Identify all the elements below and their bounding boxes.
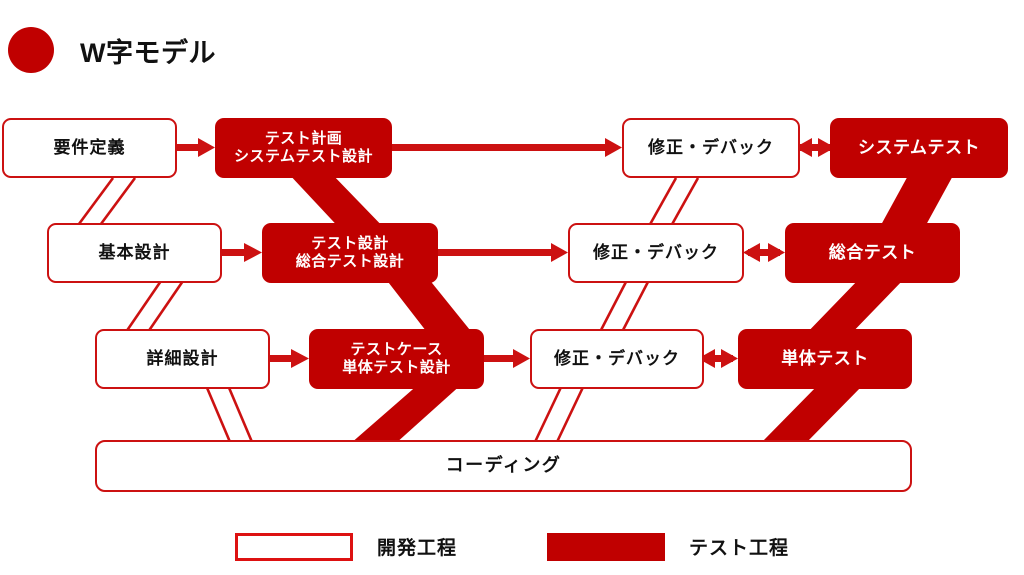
arrow-basic-testdesign-shaft xyxy=(221,249,246,256)
arrow-fix1-systemtest-head-left xyxy=(795,138,812,157)
legend-item-dev: 開発工程 xyxy=(234,532,457,561)
arrow-detail-testcase-shaft xyxy=(268,355,293,362)
arrow-fix2-integration-shaft xyxy=(748,249,780,256)
diag-coding-fix3-b xyxy=(555,382,587,443)
legend: 開発工程 テスト工程 xyxy=(0,518,1024,575)
band-coding-to-unittest xyxy=(760,383,865,444)
node-test-case[interactable]: テストケース 単体テスト設計 xyxy=(309,329,484,389)
arrow-basic-testdesign-head xyxy=(244,243,262,262)
page-title: W字モデル xyxy=(0,0,1024,100)
node-fix-debug-2[interactable]: 修正・デバック xyxy=(568,223,744,283)
diag-basic-detail-b xyxy=(146,277,187,333)
arrow-fix2-integration-head-right xyxy=(768,243,785,262)
arrow-testcase-fix3-shaft xyxy=(483,355,515,362)
arrow-testplan-fix1-head xyxy=(605,138,622,157)
node-unit-test[interactable]: 単体テスト xyxy=(738,329,912,389)
diag-fix2-fix1-b xyxy=(668,177,700,229)
legend-swatch-dev xyxy=(234,532,353,561)
node-coding[interactable]: コーディング xyxy=(95,440,912,492)
arrow-fix1-systemtest-shaft xyxy=(800,144,830,151)
band-testplan-to-testdesign xyxy=(287,172,390,234)
arrow-testdesign-fix2-head xyxy=(551,243,568,262)
legend-swatch-test xyxy=(547,532,665,561)
arrow-req-testplan-shaft xyxy=(177,144,200,151)
node-fix-debug-1[interactable]: 修正・デバック xyxy=(622,118,800,178)
band-testdesign-to-testcase xyxy=(385,278,478,340)
arrow-fix3-unittest-head-right xyxy=(721,349,738,368)
arrow-testplan-fix1-shaft xyxy=(392,144,607,151)
arrow-req-testplan-head xyxy=(198,138,215,157)
thin-diagonal-group xyxy=(74,177,700,443)
node-fix-debug-3[interactable]: 修正・デバック xyxy=(530,329,704,389)
diag-fix2-fix1-a xyxy=(646,177,678,229)
legend-item-test: テスト工程 xyxy=(547,532,790,561)
arrow-fix3-unittest-shaft xyxy=(703,355,733,362)
node-requirements[interactable]: 要件定義 xyxy=(2,118,177,178)
arrow-fix2-integration-head-left xyxy=(743,243,760,262)
diag-requirements-basic-b xyxy=(96,177,137,229)
legend-label-test: テスト工程 xyxy=(689,538,790,559)
node-test-plan[interactable]: テスト計画 システムテスト設計 xyxy=(215,118,392,178)
diag-requirements-basic-a xyxy=(74,177,115,229)
diag-fix3-fix2-a xyxy=(598,277,630,333)
diag-coding-fix3-a xyxy=(533,382,565,443)
node-detail-design[interactable]: 詳細設計 xyxy=(95,329,270,389)
band-unittest-to-integrationtest xyxy=(800,278,905,340)
arrow-fix1-systemtest-head-right xyxy=(818,138,835,157)
arrow-group xyxy=(177,138,835,368)
page-title-text: W字モデル xyxy=(80,37,216,68)
legend-label-dev: 開発工程 xyxy=(376,538,457,559)
node-test-design[interactable]: テスト設計 総合テスト設計 xyxy=(262,223,438,283)
node-integration-test[interactable]: 総合テスト xyxy=(785,223,960,283)
red-circle-bullet-icon xyxy=(8,27,54,73)
arrow-fix3-unittest-head-left xyxy=(698,349,715,368)
diag-fix3-fix2-b xyxy=(620,277,652,333)
thick-band-group xyxy=(287,172,955,444)
node-system-test[interactable]: システムテスト xyxy=(830,118,1008,178)
arrow-testdesign-fix2-shaft xyxy=(437,249,553,256)
diag-detail-coding-a xyxy=(203,382,232,443)
node-basic-design[interactable]: 基本設計 xyxy=(47,223,222,283)
arrow-detail-testcase-head xyxy=(291,349,309,368)
diag-basic-detail-a xyxy=(124,277,165,333)
band-testcase-to-coding xyxy=(350,383,463,444)
diag-detail-coding-b xyxy=(225,382,254,443)
arrow-testcase-fix3-head xyxy=(513,349,530,368)
